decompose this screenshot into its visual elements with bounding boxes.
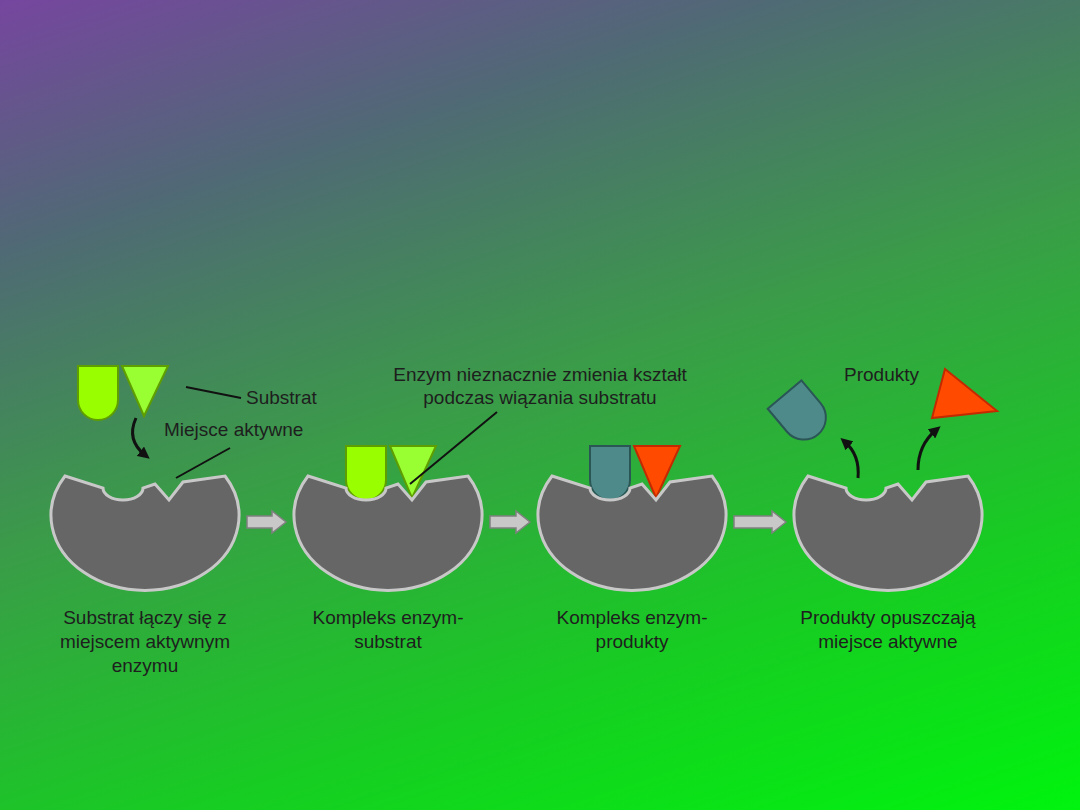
- process-arrow: [734, 511, 786, 533]
- enzyme-shape: [51, 466, 239, 594]
- enzyme-shape: [294, 466, 482, 594]
- enzyme-shape: [538, 466, 726, 594]
- annotation-label: Enzym nieznacznie zmienia kształt podcza…: [360, 363, 720, 409]
- motion-arrow: [845, 442, 858, 478]
- enzyme-stage: Kompleks enzym-produkty: [538, 466, 726, 594]
- substrate: [78, 366, 168, 420]
- stage-caption: Kompleks enzym-produkty: [547, 606, 717, 654]
- stage-caption: Substrat łączy się z miejscem aktywnym e…: [45, 606, 245, 678]
- annotation-label: Miejsce aktywne: [164, 418, 344, 441]
- annotation-label: Produkty: [844, 363, 964, 386]
- process-arrow: [247, 511, 286, 533]
- leader-line: [186, 387, 241, 398]
- motion-arrow: [133, 418, 145, 455]
- released-product: [932, 369, 997, 418]
- enzyme-stage: Kompleks enzym-substrat: [294, 466, 482, 594]
- released-product: [768, 380, 835, 448]
- process-arrow: [490, 511, 530, 533]
- stage-caption: Kompleks enzym-substrat: [303, 606, 473, 654]
- annotation-label: Substrat: [246, 386, 366, 409]
- enzyme-stage: Produkty opuszczają miejsce aktywne: [794, 466, 982, 594]
- stage-caption: Produkty opuszczają miejsce aktywne: [778, 606, 998, 654]
- enzyme-shape: [794, 466, 982, 594]
- enzyme-stage: Substrat łączy się z miejscem aktywnym e…: [51, 466, 239, 594]
- leader-line: [176, 448, 230, 478]
- leader-line: [410, 412, 497, 484]
- motion-arrow: [918, 430, 936, 470]
